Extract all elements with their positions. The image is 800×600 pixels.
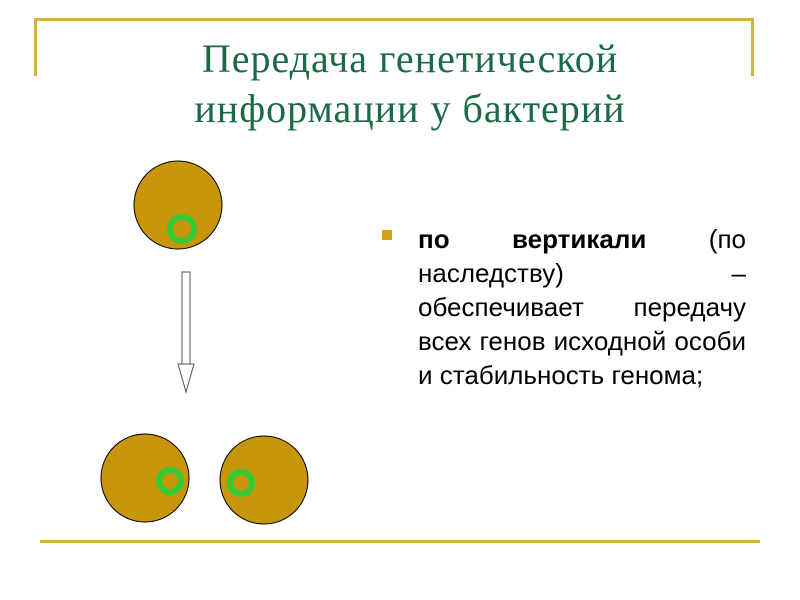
title-line-2: информации у бактерий — [194, 86, 626, 131]
bullet-text: по вертикали (по наследству) – обеспечив… — [418, 222, 746, 392]
slide-title: Передача генетической информации у бакте… — [60, 34, 760, 134]
down-arrow-icon — [177, 271, 195, 394]
frame-right-line — [751, 18, 754, 76]
bullet-bold-term: по вертикали — [418, 224, 647, 254]
bullet-item: по вертикали (по наследству) – обеспечив… — [382, 222, 746, 392]
daughter-cell-right-icon — [219, 435, 309, 525]
bullet-marker-icon — [382, 230, 392, 240]
parent-cell-icon — [133, 160, 223, 250]
frame-top-line — [34, 18, 754, 21]
plasmid-icon — [156, 467, 184, 495]
frame-bottom-line — [40, 540, 760, 543]
bullet-description: (по наследству) – обеспечивает передачу … — [418, 224, 746, 390]
frame-left-line — [34, 18, 37, 76]
daughter-cell-left-icon — [100, 433, 190, 523]
title-line-1: Передача генетической — [201, 36, 619, 81]
plasmid-icon — [167, 214, 197, 244]
plasmid-icon — [227, 469, 255, 497]
